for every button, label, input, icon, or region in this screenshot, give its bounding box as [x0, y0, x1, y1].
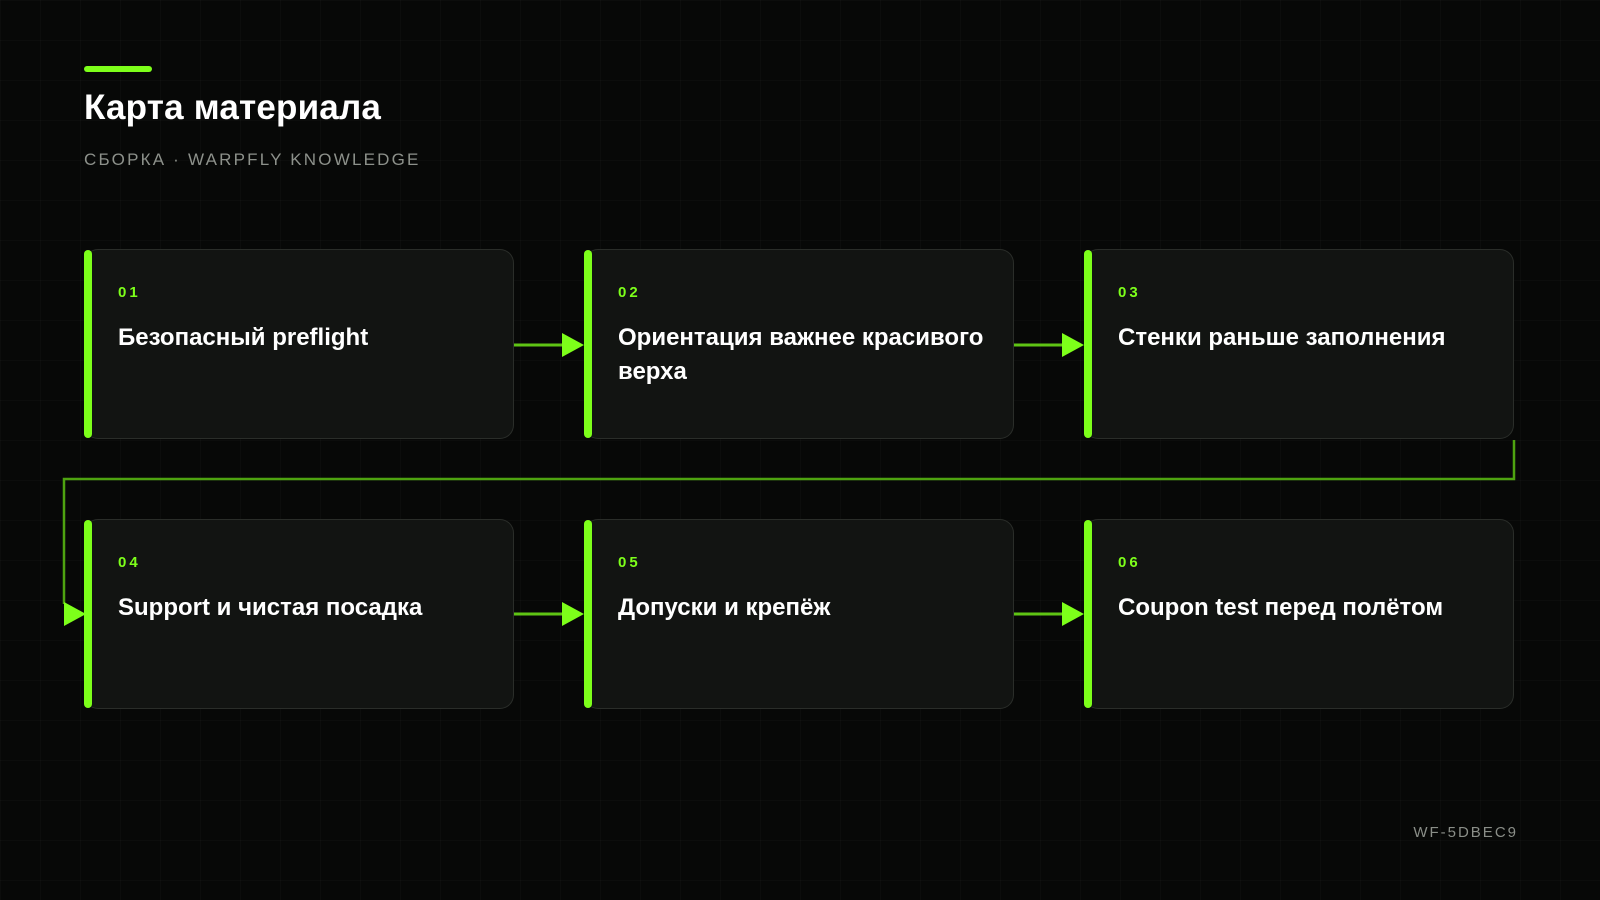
- step-title: Допуски и крепёж: [618, 594, 831, 621]
- step-accent-bar: [1084, 520, 1092, 708]
- step-accent-bar: [1084, 250, 1092, 438]
- step-accent-bar: [84, 520, 92, 708]
- step-accent-bar: [584, 520, 592, 708]
- step-title: Ориентация важнее красивого верха: [618, 324, 984, 385]
- document-code: WF-5DBEC9: [1413, 824, 1518, 841]
- step-number: 02: [618, 284, 641, 301]
- step-number: 05: [618, 554, 641, 571]
- title-accent-bar: [84, 66, 152, 72]
- step-title: Support и чистая посадка: [118, 594, 423, 621]
- step-card-04: 04 Support и чистая посадка: [84, 519, 514, 709]
- step-card-05: 05 Допуски и крепёж: [584, 519, 1014, 709]
- step-accent-bar: [584, 250, 592, 438]
- arrow-5-to-6: [1014, 602, 1084, 626]
- arrow-1-to-2: [514, 333, 584, 357]
- step-number: 04: [118, 554, 141, 571]
- page-title: Карта материала: [84, 88, 382, 127]
- step-title: Безопасный preflight: [118, 324, 369, 351]
- arrow-4-to-5: [514, 602, 584, 626]
- step-accent-bar: [84, 250, 92, 438]
- step-title: Coupon test перед полётом: [1118, 594, 1444, 621]
- step-title: Стенки раньше заполнения: [1118, 324, 1446, 351]
- step-card-01: 01 Безопасный preflight: [84, 249, 514, 439]
- page-subtitle: СБОРКА · WARPFLY KNOWLEDGE: [84, 150, 421, 169]
- step-card-03: 03 Стенки раньше заполнения: [1084, 249, 1514, 439]
- step-card-06: 06 Coupon test перед полётом: [1084, 519, 1514, 709]
- step-number: 06: [1118, 554, 1141, 571]
- step-card-02: 02 Ориентация важнее красивого верха: [584, 249, 1014, 439]
- step-number: 03: [1118, 284, 1141, 301]
- step-number: 01: [118, 284, 141, 301]
- arrow-2-to-3: [1014, 333, 1084, 357]
